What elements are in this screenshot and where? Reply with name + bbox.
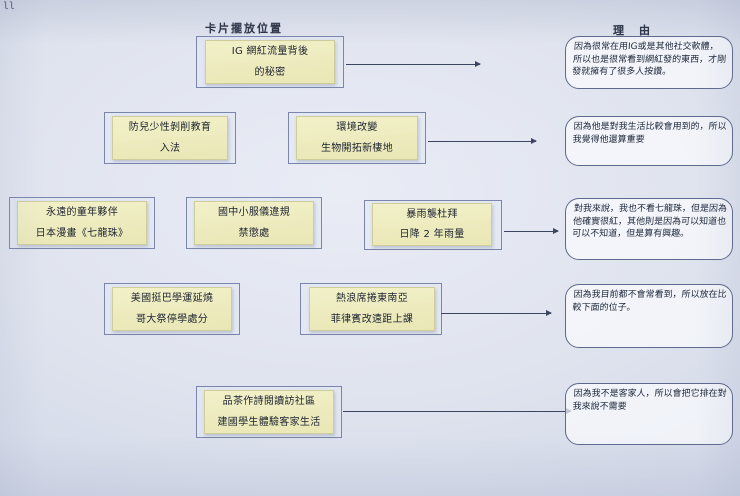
card-line: 防兒少性剝削教育 <box>128 122 212 133</box>
reason-text: 因為他是對我生活比較會用到的，所以我覺得他還算重要 <box>572 122 727 145</box>
card-line: IG 網紅流量背後 <box>231 46 309 57</box>
card-environment-change[interactable]: 環境改變 生物開拓新棲地 <box>296 116 418 160</box>
card-line: 生物開拓新棲地 <box>320 142 394 154</box>
reason-bubble-row1[interactable]: 因為很常在用IG或是其他社交軟體，所以也是很常看到網紅發的東西，才剛發就擁有了很… <box>565 36 733 89</box>
corner-pen-mark: ll <box>3 1 16 12</box>
heading-card-placement: 卡片擺放位置 <box>205 22 283 35</box>
card-line: 日本漫畫《七龍珠》 <box>35 227 129 239</box>
reason-text: 對我來說，我也不看七龍珠，但是因為他確實很紅，其他則是因為可以知道也可以不知道，… <box>571 204 728 239</box>
card-line: 國中小服儀違規 <box>217 207 291 218</box>
reason-bubble-row3[interactable]: 對我來說，我也不看七龍珠，但是因為他確實很紅，其他則是因為可以知道也可以不知道，… <box>565 198 733 260</box>
heading-reason: 理 由 <box>613 24 652 37</box>
connector-arrow <box>346 61 481 67</box>
card-columbia-protest[interactable]: 美國挺巴學運延燒 哥大祭停學處分 <box>112 287 232 331</box>
reason-bubble-row2[interactable]: 因為他是對我生活比較會用到的，所以我覺得他還算重要 <box>565 116 733 166</box>
card-line: 建國學生體驗客家生活 <box>217 416 321 428</box>
reason-text: 因為我不是客家人，所以會把它排在對我來說不需要 <box>572 389 727 412</box>
card-line: 日降 2 年雨量 <box>399 229 465 240</box>
card-line: 暴雨襲杜拜 <box>406 208 458 220</box>
card-hakka-experience[interactable]: 品茶作詩閱讀訪社區 建國學生體驗客家生活 <box>204 390 334 434</box>
card-line: 的秘密 <box>254 66 286 78</box>
card-line: 環境改變 <box>336 122 378 133</box>
card-line: 菲律賓改遠距上課 <box>330 313 414 325</box>
card-dress-code-rule[interactable]: 國中小服儀違規 禁懲處 <box>194 201 314 245</box>
card-child-protection-law[interactable]: 防兒少性剝削教育 入法 <box>112 116 228 160</box>
card-line: 禁懲處 <box>238 227 270 239</box>
card-ig-influencer[interactable]: IG 網紅流量背後 的秘密 <box>205 40 335 84</box>
connector-arrow <box>504 228 559 234</box>
connector-arrow <box>343 408 572 414</box>
card-dragon-ball[interactable]: 永遠的童年夥伴 日本漫畫《七龍珠》 <box>17 201 147 245</box>
card-line: 入法 <box>159 142 181 154</box>
reason-bubble-row4[interactable]: 因為我目前都不會常看到，所以放在比較下面的位子。 <box>565 284 733 348</box>
reason-text: 因為很常在用IG或是其他社交軟體，所以也是很常看到網紅發的東西，才剛發就擁有了很… <box>571 42 727 77</box>
connector-arrow <box>441 310 552 316</box>
connector-arrow <box>428 138 537 144</box>
card-dubai-rainstorm[interactable]: 暴雨襲杜拜 日降 2 年雨量 <box>372 203 492 246</box>
card-line: 永遠的童年夥伴 <box>45 207 119 218</box>
card-heatwave-philippines[interactable]: 熱浪席捲東南亞 菲律賓改遠距上課 <box>309 287 435 331</box>
card-line: 熱浪席捲東南亞 <box>335 293 409 304</box>
card-line: 美國挺巴學運延燒 <box>130 293 214 304</box>
reason-bubble-row5[interactable]: 因為我不是客家人，所以會把它排在對我來說不需要 <box>565 383 733 445</box>
card-line: 品茶作詩閱讀訪社區 <box>222 396 316 407</box>
reason-text: 因為我目前都不會常看到，所以放在比較下面的位子。 <box>572 290 727 313</box>
card-line: 哥大祭停學處分 <box>135 313 209 325</box>
